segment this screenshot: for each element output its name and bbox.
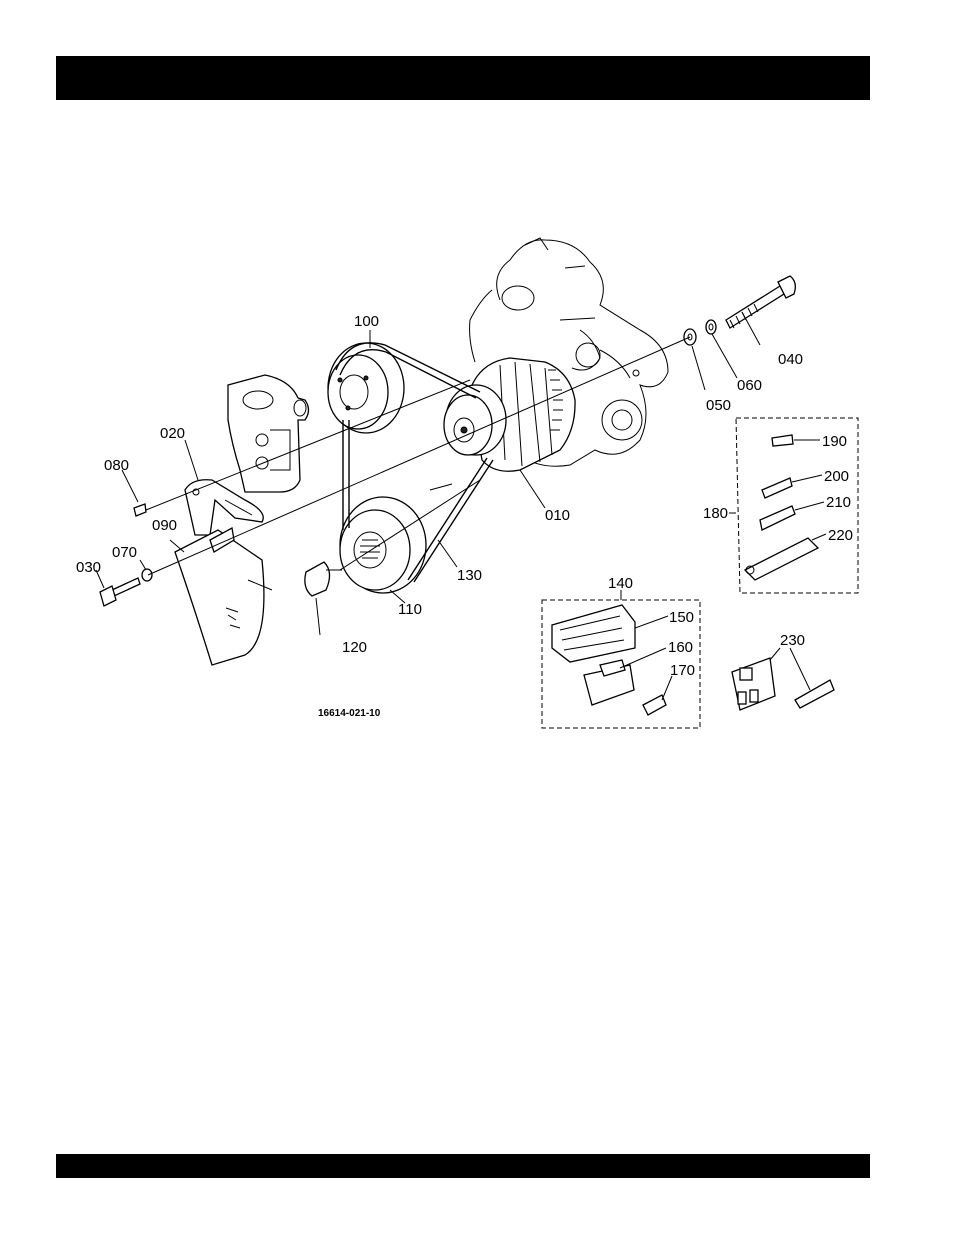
- label-230: 230: [780, 632, 805, 649]
- label-170: 170: [670, 662, 695, 679]
- label-220: 220: [828, 527, 853, 544]
- label-110: 110: [398, 601, 422, 618]
- fan-pulley: [328, 343, 404, 433]
- connector-230: [732, 648, 834, 710]
- through-bolt: [684, 276, 795, 345]
- label-120: 120: [342, 639, 367, 656]
- label-030: 030: [76, 559, 101, 576]
- label-040: 040: [778, 351, 803, 368]
- label-190: 190: [822, 433, 847, 450]
- label-090: 090: [152, 517, 177, 534]
- label-070: 070: [112, 544, 137, 561]
- belt-cover: [175, 528, 264, 665]
- label-140: 140: [608, 575, 633, 592]
- label-080: 080: [104, 457, 129, 474]
- label-130: 130: [457, 567, 482, 584]
- thermostat-housing: [228, 375, 309, 492]
- label-020: 020: [160, 425, 185, 442]
- label-050: 050: [706, 397, 731, 414]
- label-200: 200: [824, 468, 849, 485]
- crank-pulley: [340, 497, 426, 593]
- label-150: 150: [669, 609, 694, 626]
- label-180: 180: [703, 505, 728, 522]
- label-100: 100: [354, 313, 379, 330]
- label-010: 010: [545, 507, 570, 524]
- drawing-code: 16614-021-10: [318, 708, 381, 719]
- footer-bar: [56, 1154, 870, 1178]
- label-160: 160: [668, 639, 693, 656]
- alternator: [444, 358, 575, 471]
- label-210: 210: [826, 494, 851, 511]
- label-060: 060: [737, 377, 762, 394]
